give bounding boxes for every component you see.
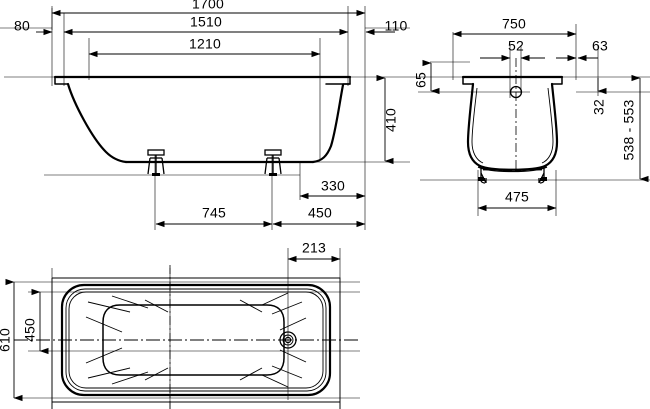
tub-foot-right <box>264 149 282 176</box>
dim-80-label: 80 <box>14 18 30 34</box>
dim-538-553: 538 - 553 <box>621 74 649 183</box>
view-side-section: 750 52 63 65 32 538 - 553 <box>410 16 650 216</box>
dim-110-label: 110 <box>385 18 408 34</box>
dim-1510-label: 1510 <box>190 14 222 30</box>
tub-foot-left <box>147 149 165 176</box>
tub-support-frame <box>477 166 548 184</box>
dim-52-label: 52 <box>508 38 524 54</box>
dim-1210: 1210 <box>88 36 321 58</box>
dim-745-label: 745 <box>202 205 226 221</box>
dim-32: 32 <box>591 78 607 115</box>
dim-1700-label: 1700 <box>192 0 224 12</box>
dim-450-plan: 450 <box>22 288 49 355</box>
dim-610-label: 610 <box>0 328 13 352</box>
dim-330: 330 <box>299 178 366 200</box>
dim-450-plan-label: 450 <box>22 318 38 342</box>
view-plan: 610 450 213 <box>0 240 360 409</box>
dim-410-label: 410 <box>383 108 399 132</box>
dim-1700: 1700 <box>51 0 366 17</box>
dim-475: 475 <box>477 189 557 212</box>
plan-outer-rect <box>51 277 341 409</box>
dim-52: 52 <box>480 38 545 62</box>
dim-475-label: 475 <box>505 189 529 205</box>
dim-450-elev-label: 450 <box>308 205 332 221</box>
tub-section-outline <box>461 75 564 171</box>
dim-63-label: 63 <box>592 38 608 54</box>
dim-410: 410 <box>376 74 399 165</box>
dim-450-elev: 450 <box>272 205 366 228</box>
drain-marker-section <box>509 58 523 172</box>
dim-330-label: 330 <box>321 178 345 194</box>
dim-110: 110 <box>365 18 408 36</box>
dim-750-label: 750 <box>502 16 526 32</box>
dim-538-553-label: 538 - 553 <box>621 100 637 161</box>
drain-marker-plan <box>279 331 297 349</box>
plan-surface-pattern <box>85 292 307 388</box>
dim-63: 63 <box>556 38 608 62</box>
dim-750: 750 <box>452 16 577 38</box>
dim-1210-label: 1210 <box>189 36 221 52</box>
dim-1510: 1510 <box>63 14 349 36</box>
tub-elevation-outline <box>53 75 352 164</box>
dim-213: 213 <box>287 240 341 263</box>
dim-80: 80 <box>14 18 53 36</box>
dim-745: 745 <box>155 205 273 228</box>
dim-65-label: 65 <box>413 72 429 88</box>
view-front-elevation: 1700 1510 1210 80 110 410 <box>0 0 410 230</box>
dim-610: 610 <box>0 278 23 402</box>
dim-65: 65 <box>413 59 440 95</box>
dim-213-label: 213 <box>302 240 326 256</box>
dim-32-label: 32 <box>591 99 607 115</box>
